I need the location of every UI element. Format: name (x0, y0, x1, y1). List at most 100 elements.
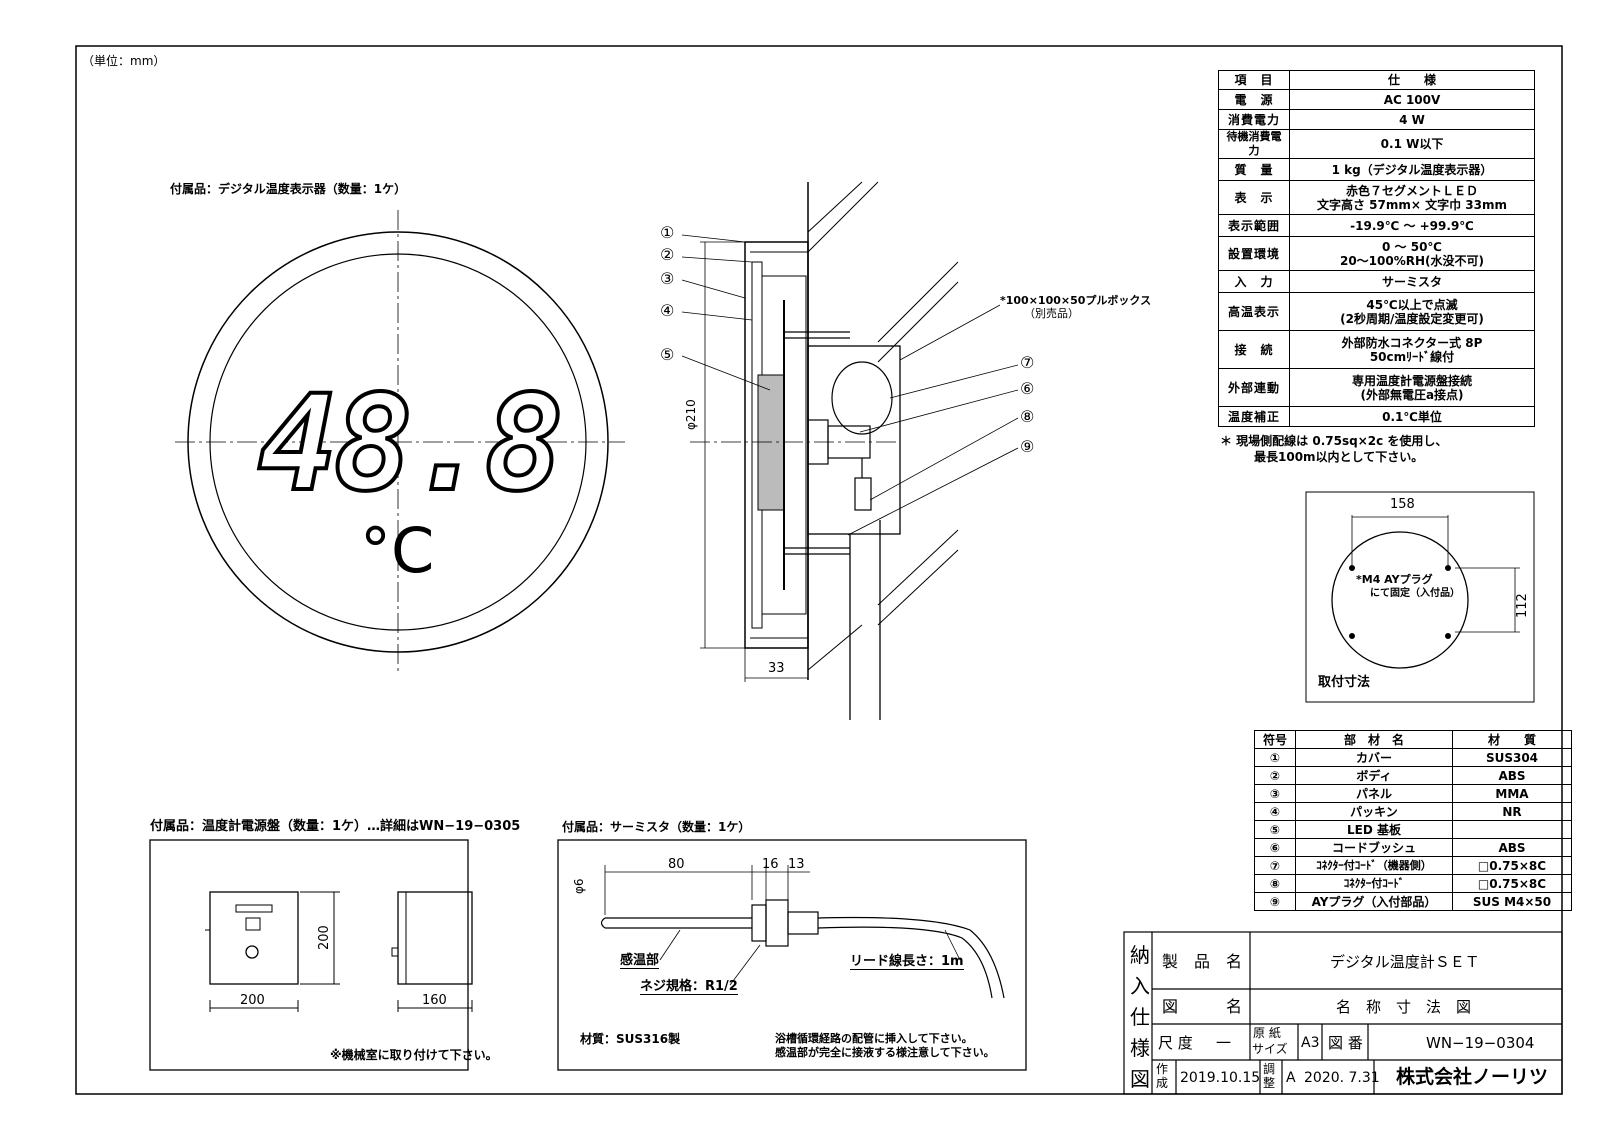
title-vertical-4: 様 (1130, 1036, 1150, 1060)
pull-box-note: *100×100×50プルボックス (1000, 294, 1152, 307)
created-label: 作成 (1156, 1062, 1169, 1090)
parts-material: □0.75×8C (1452, 856, 1572, 875)
wiring-note-2: 最長100m以内として下さい。 (1254, 450, 1424, 464)
spec-label: 消費電力 (1218, 109, 1290, 130)
created-value: 2019.10.15 (1180, 1070, 1261, 1086)
spec-label: 外部連動 (1218, 368, 1290, 407)
parts-code: ⑦ (1254, 856, 1296, 875)
spec-label: 待機消費電力 (1218, 129, 1290, 159)
company-logo: 株式会社ノーリツ (1396, 1066, 1549, 1088)
number-value: WN−19−0304 (1426, 1034, 1535, 1052)
power-box-view (149, 839, 473, 1071)
title-vertical-1: 納 (1130, 943, 1150, 967)
paper-label-2: サイズ (1252, 1042, 1288, 1056)
parts-material: □0.75×8C (1452, 874, 1572, 893)
revised-label: 調整 (1263, 1062, 1276, 1090)
thermistor-lead-label: リード線長さ：1m (850, 954, 964, 970)
spec-label: 表 示 (1218, 180, 1290, 215)
parts-name: コードブッシュ (1295, 838, 1453, 857)
product-label: 製 品 名 (1162, 952, 1243, 971)
spec-label: 質 量 (1218, 158, 1290, 181)
spec-header-spec: 仕 様 (1289, 70, 1535, 90)
callout-9: ⑨ (1020, 437, 1035, 456)
callout-8: ⑧ (1020, 407, 1035, 426)
dim-diameter: φ210 (684, 399, 698, 430)
parts-name: ｺﾈｸﾀｰ付ｺｰﾄﾞ (1295, 874, 1453, 893)
thermistor-sensor-label: 感温部 (620, 953, 660, 969)
thermistor-label: 付属品：サーミスタ（数量：1ケ） (562, 820, 751, 834)
callout-4: ④ (660, 301, 675, 320)
revised-value: 2020. 7.31 (1304, 1070, 1380, 1086)
parts-material (1452, 820, 1572, 839)
drawing-frame (75, 45, 1563, 1095)
title-vertical-3: 仕 (1130, 1005, 1150, 1029)
thermistor-view (557, 839, 1027, 1071)
callout-2: ② (660, 245, 675, 264)
spec-value: 45℃以上で点滅 (2秒周期/温度設定変更可) (1289, 292, 1535, 331)
wiring-note-1: ＊ 現場側配線は 0.75sq×2c を使用し、 (1220, 434, 1448, 448)
power-box-dim-width: 200 (240, 993, 265, 1008)
display-side-view (681, 181, 1019, 720)
spec-value: 4 W (1289, 109, 1535, 130)
power-box-dim-depth: 160 (422, 993, 447, 1008)
spec-label: 電 源 (1218, 89, 1290, 110)
scale-value: 一 (1216, 1034, 1232, 1052)
paper-label-1: 原 紙 (1253, 1026, 1281, 1040)
parts-name: AYプラグ（入付部品） (1295, 892, 1453, 911)
parts-code: ⑤ (1254, 820, 1296, 839)
callout-7: ⑦ (1020, 353, 1035, 372)
spec-value: AC 100V (1289, 89, 1535, 110)
parts-header-code: 符号 (1254, 730, 1296, 749)
spec-value: 外部防水コネクター式 8P 50cmﾘｰﾄﾞ線付 (1289, 330, 1535, 369)
mount-label: 取付寸法 (1318, 675, 1371, 690)
spec-header-item: 項 目 (1218, 70, 1290, 90)
thermistor-material: 材質：SUS316製 (580, 1032, 681, 1046)
parts-name: LED 基板 (1295, 820, 1453, 839)
parts-material: MMA (1452, 784, 1572, 803)
celsius-symbol: °C (360, 514, 435, 587)
spec-label: 接 続 (1218, 330, 1290, 369)
parts-code: ① (1254, 748, 1296, 767)
thermistor-dim-16: 16 (762, 857, 779, 872)
parts-code: ⑨ (1254, 892, 1296, 911)
spec-label: 高温表示 (1218, 292, 1290, 331)
parts-name: カバー (1295, 748, 1453, 767)
spec-value: 0 ～ 50℃ 20～100%RH(水没不可) (1289, 236, 1535, 271)
spec-value: -19.9℃ ～ +99.9℃ (1289, 214, 1535, 237)
spec-value: サーミスタ (1289, 270, 1535, 293)
parts-material: ABS (1452, 838, 1572, 857)
product-value: デジタル温度計ＳＥＴ (1330, 953, 1480, 971)
parts-material: ABS (1452, 766, 1572, 785)
title-block-lines (1123, 931, 1563, 1095)
display-section-label: 付属品：デジタル温度表示器（数量：1ケ） (170, 182, 407, 196)
parts-code: ④ (1254, 802, 1296, 821)
spec-value: 0.1 W以下 (1289, 129, 1535, 159)
parts-code: ② (1254, 766, 1296, 785)
callout-1: ① (660, 223, 675, 242)
parts-header-name: 部 材 名 (1295, 730, 1453, 749)
spec-label: 表示範囲 (1218, 214, 1290, 237)
parts-code: ③ (1254, 784, 1296, 803)
paper-value: A3 (1301, 1035, 1320, 1051)
power-box-label: 付属品：温度計電源盤（数量：1ケ）…詳細はWN−19−0305 (150, 819, 521, 834)
scale-label: 尺 度 (1158, 1034, 1193, 1052)
drawing-label: 図 名 (1162, 997, 1243, 1016)
mount-dim-width: 158 (1390, 497, 1415, 512)
thermistor-dim-dia: φ6 (572, 878, 586, 894)
number-label: 図 番 (1328, 1034, 1363, 1052)
parts-code: ⑥ (1254, 838, 1296, 857)
drawing-value: 名 称 寸 法 図 (1336, 998, 1472, 1016)
mount-dim-height: 112 (1515, 593, 1530, 618)
spec-label: 温度補正 (1218, 406, 1290, 427)
thermistor-note-1: 浴槽循環経路の配管に挿入して下さい。 (775, 1032, 973, 1045)
parts-header-material: 材 質 (1452, 730, 1572, 749)
callout-5: ⑤ (660, 345, 675, 364)
unit-note: （単位：mm） (82, 54, 166, 68)
parts-name: パッキン (1295, 802, 1453, 821)
parts-material: NR (1452, 802, 1572, 821)
parts-name: パネル (1295, 784, 1453, 803)
dim-depth: 33 (768, 661, 785, 676)
